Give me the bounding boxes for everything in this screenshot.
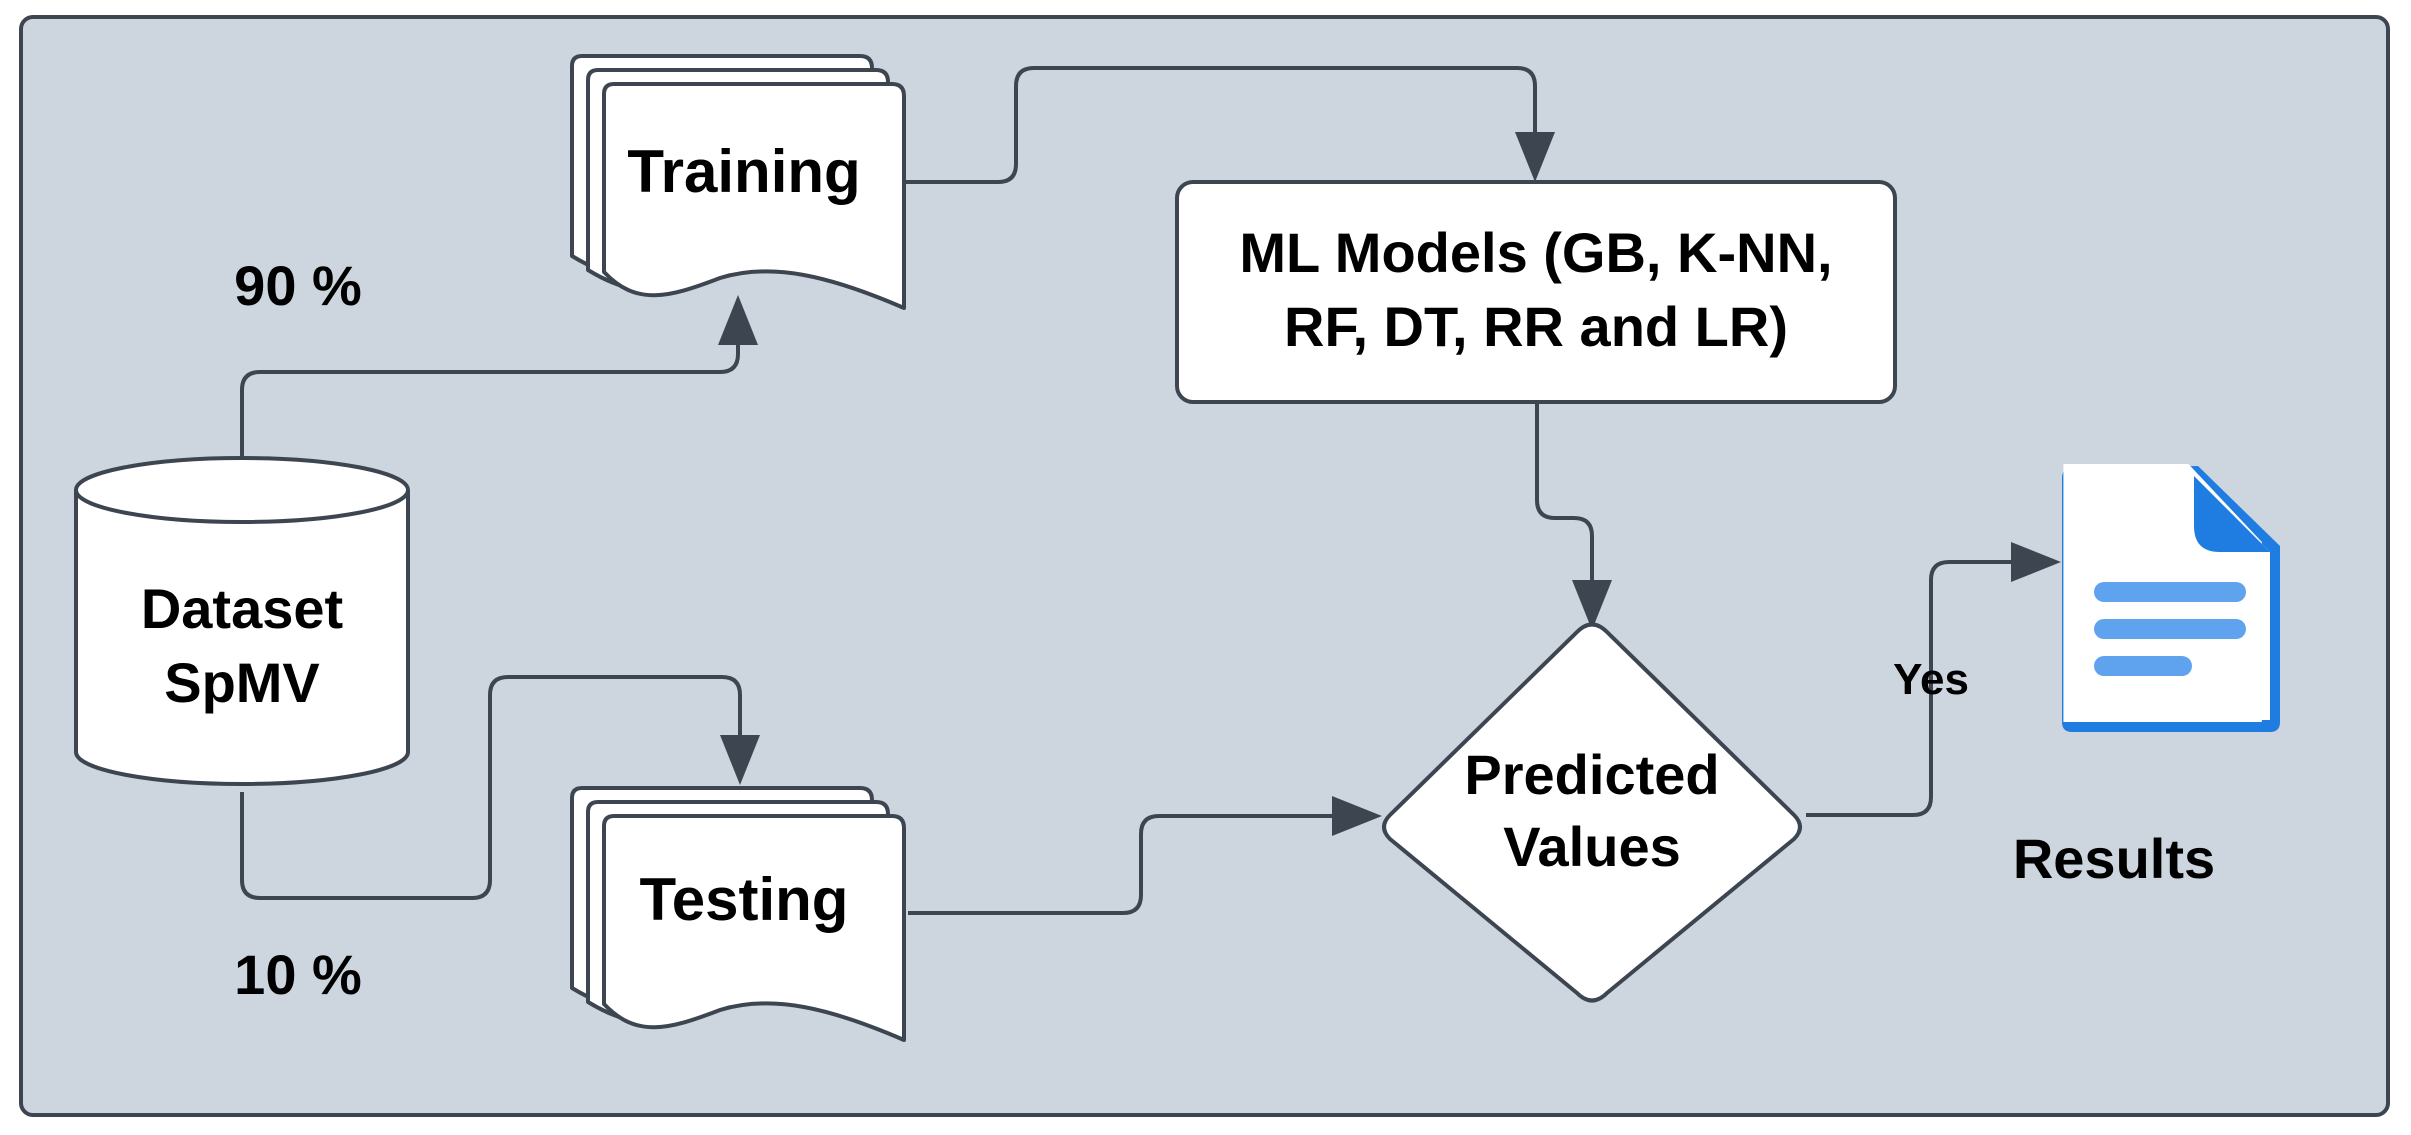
dataset-label-line1: Dataset <box>141 577 343 640</box>
dataset-cylinder <box>74 456 410 786</box>
connector-decision-to-results <box>1806 542 2061 817</box>
training-document-stack <box>570 54 906 310</box>
ml-models-label-line1: ML Models (GB, K-NN, <box>1239 221 1832 284</box>
testing-label: Testing <box>640 866 849 933</box>
predicted-values-diamond <box>1382 622 1802 1003</box>
results-label: Results <box>2013 827 2215 890</box>
decision-label-line1: Predicted <box>1464 743 1719 806</box>
decision-label-line2: Values <box>1503 815 1680 878</box>
ml-models-label-line2: RF, DT, RR and LR) <box>1284 295 1788 358</box>
ml-models-box <box>1175 180 1897 404</box>
document-icon <box>2062 464 2280 732</box>
connector-models-to-decision <box>1535 402 1612 630</box>
testing-percent: 10 % <box>234 943 362 1006</box>
training-percent: 90 % <box>234 254 362 317</box>
testing-document-stack <box>570 786 906 1042</box>
connector-testing-to-decision <box>908 796 1382 915</box>
training-label: Training <box>627 138 860 205</box>
connector-dataset-to-testing <box>240 675 760 900</box>
connector-dataset-to-training <box>240 295 758 457</box>
dataset-label-line2: SpMV <box>164 651 320 714</box>
connector-training-to-models <box>904 66 1555 184</box>
yes-label: Yes <box>1893 655 1969 704</box>
